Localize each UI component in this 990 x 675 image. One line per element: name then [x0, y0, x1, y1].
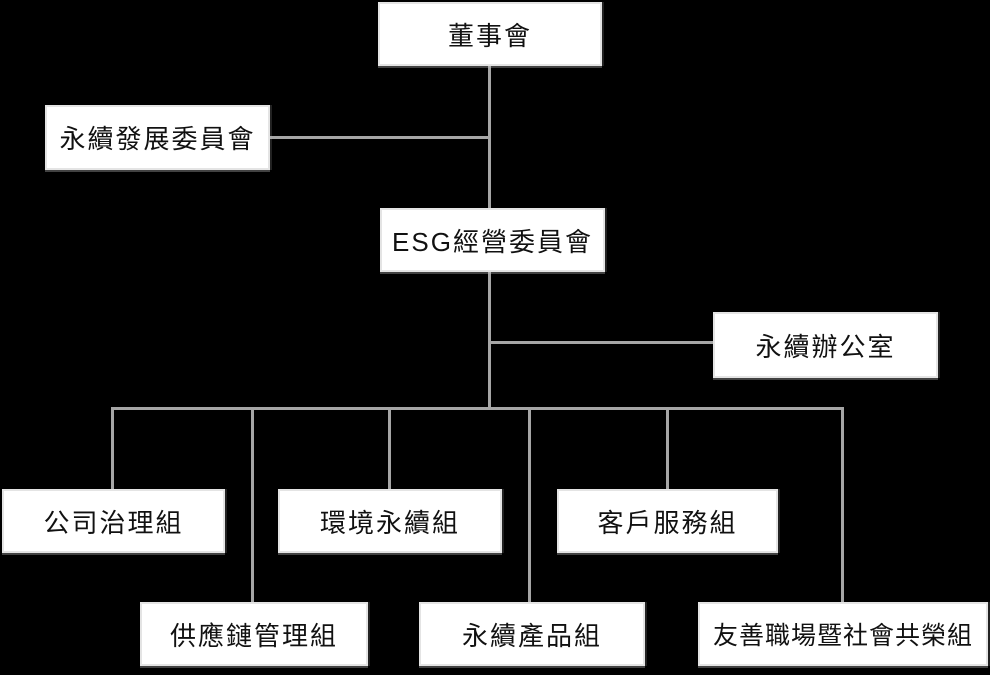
node-environment: 環境永續組: [278, 489, 502, 553]
node-sustainability-office-label: 永續辦公室: [755, 331, 896, 362]
connector-distribution-bus: [111, 407, 844, 410]
connector-drop-product: [528, 409, 531, 602]
node-product: 永續產品組: [419, 602, 645, 666]
node-sustainability-committee-label: 永續發展委員會: [59, 124, 256, 154]
connector-sustainability-office: [489, 341, 714, 344]
connector-esg-to-bus: [488, 272, 491, 409]
node-esg-committee-label: ESG經營委員會: [392, 226, 593, 257]
node-board: 董事會: [378, 2, 602, 66]
node-customer-service: 客戶服務組: [557, 489, 778, 553]
connector-drop-customer-service: [666, 409, 669, 489]
connector-sustainability-committee: [269, 136, 490, 139]
node-sustainability-office: 永續辦公室: [713, 312, 938, 378]
node-governance-label: 公司治理組: [43, 507, 184, 538]
node-workplace-label: 友善職場暨社會共榮組: [712, 622, 973, 650]
connector-drop-governance: [111, 409, 114, 489]
node-product-label: 永續產品組: [461, 620, 602, 651]
node-board-label: 董事會: [447, 20, 532, 51]
node-governance: 公司治理組: [2, 489, 225, 553]
node-supply-chain: 供應鏈管理組: [140, 602, 368, 666]
node-sustainability-committee: 永續發展委員會: [45, 105, 270, 170]
connector-drop-environment: [388, 409, 391, 489]
connector-drop-supply-chain: [251, 409, 254, 602]
connector-drop-workplace: [841, 409, 844, 602]
node-workplace: 友善職場暨社會共榮組: [698, 602, 988, 666]
node-supply-chain-label: 供應鏈管理組: [169, 620, 338, 651]
node-environment-label: 環境永續組: [319, 507, 460, 538]
node-esg-committee: ESG經營委員會: [380, 208, 605, 272]
node-customer-service-label: 客戶服務組: [597, 507, 738, 538]
